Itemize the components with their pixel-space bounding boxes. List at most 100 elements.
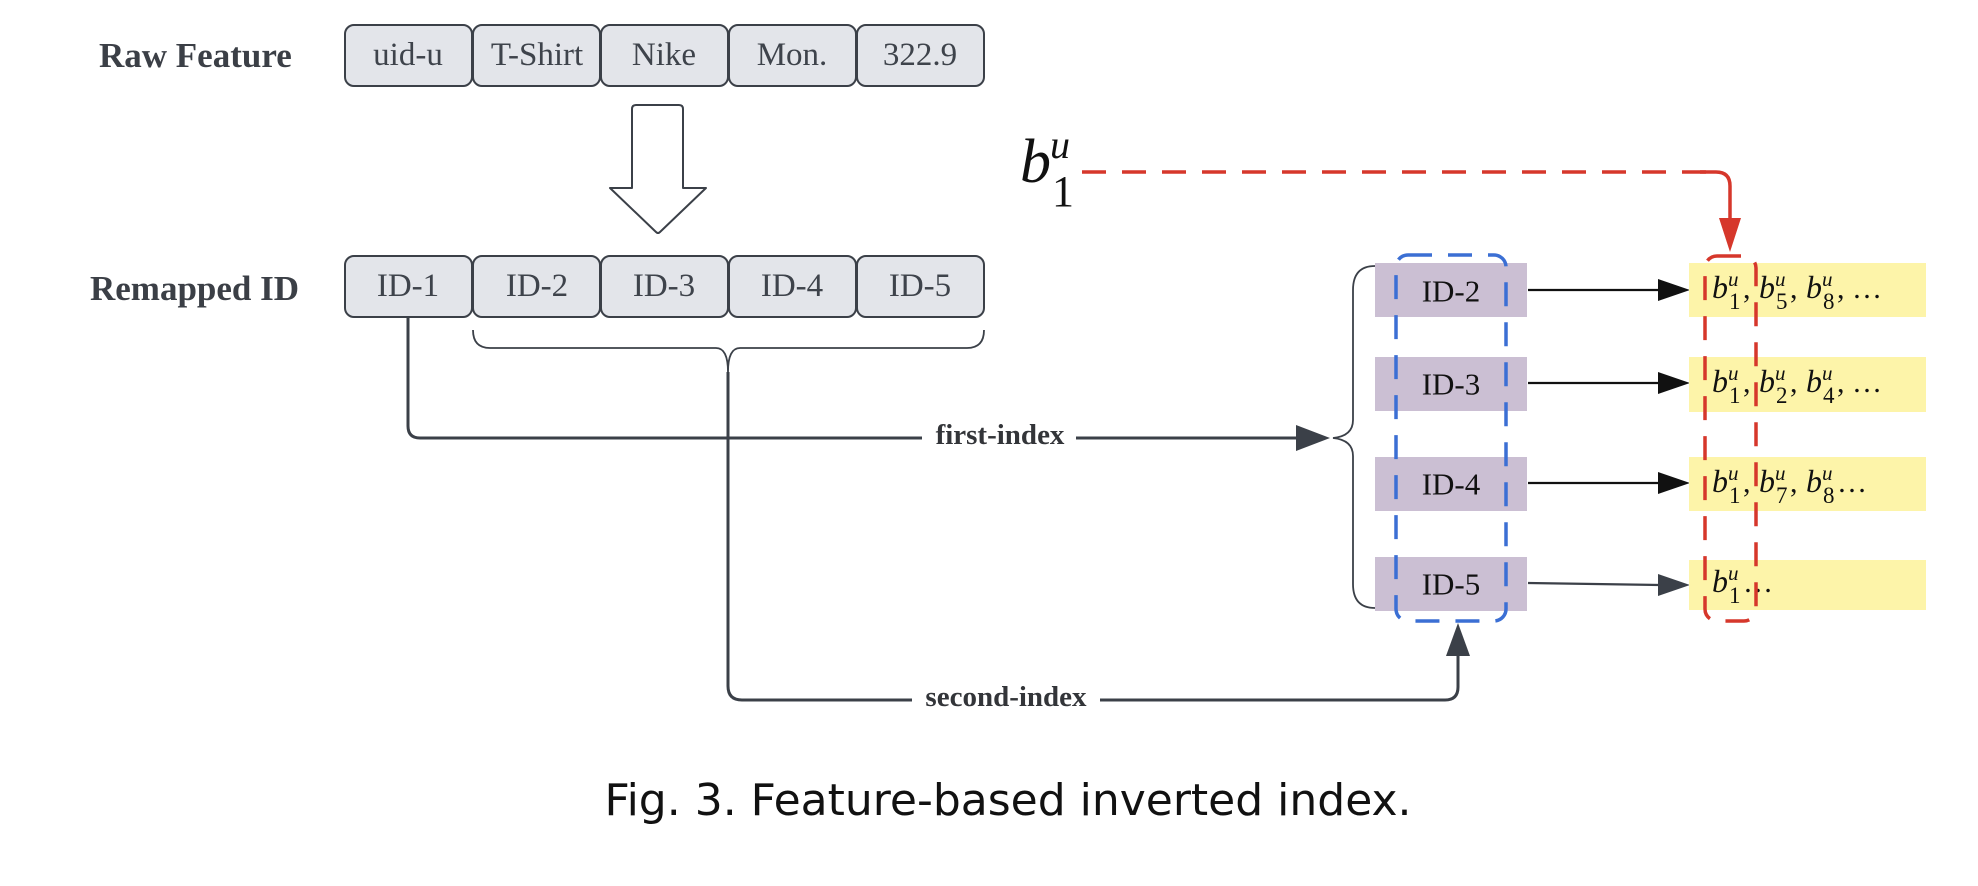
raw-feature-label: Raw Feature [99,36,292,75]
posting-sup: u [1728,461,1739,485]
remapped-id-text: ID-5 [889,268,951,304]
index-key-text: ID-4 [1422,467,1481,502]
index-key: ID-3 [1375,357,1527,411]
raw-feature-text: Mon. [757,37,828,73]
second-index-connector [726,372,912,702]
posting-sup: u [1822,461,1833,485]
posting-sub: 8 [1823,483,1835,508]
posting-sup: u [1728,267,1739,291]
posting-arrowhead [1658,279,1690,301]
posting-list-bg [1689,357,1926,412]
query-base: b [1020,128,1051,196]
remap-arrow-icon [609,104,707,234]
posting-sup: u [1728,361,1739,385]
group-brace [472,329,985,373]
index-key-text: ID-5 [1422,567,1481,602]
index-key-column: ID-2 ID-3 ID-4 ID-5 [1375,263,1527,611]
posting-sup: u [1822,361,1833,385]
raw-feature-cell: 322.9 [856,24,985,87]
query-selection [1703,254,1758,623]
remapped-id-label: Remapped ID [90,269,299,308]
raw-feature-text: Nike [632,37,696,73]
remapped-id-cell: ID-1 [344,255,473,318]
query-connector-corner [1700,170,1732,222]
posting-separator: , [1790,366,1798,399]
posting-base: b [1806,463,1822,499]
posting-sub: 1 [1729,289,1741,314]
posting-sub: 7 [1776,483,1788,508]
posting-separator: , [1790,272,1798,305]
posting-base: b [1806,269,1822,305]
posting-arrowhead [1658,472,1690,494]
raw-feature-text: 322.9 [883,37,957,73]
raw-feature-text: uid-u [373,37,443,73]
posting-arrow [1527,581,1661,587]
first-index-label: first-index [936,419,1065,451]
remapped-id-cell: ID-4 [728,255,857,318]
posting-sup: u [1822,267,1833,291]
posting-separator: , [1743,272,1751,305]
posting-ellipsis: , … [1837,366,1882,399]
posting-ellipsis: , … [1837,272,1882,305]
second-index-label: second-index [925,681,1087,713]
second-index-connector-tail [1100,656,1460,702]
second-index-arrowhead [1446,623,1470,656]
posting-separator: , [1743,466,1751,499]
raw-feature-text: T-Shirt [491,37,583,73]
figure-caption: Fig. 3. Feature-based inverted index. [604,775,1411,826]
posting-separator: , [1790,466,1798,499]
posting-sup: u [1775,267,1786,291]
query-arrowhead [1719,218,1741,252]
index-key-text: ID-3 [1422,367,1481,402]
remapped-id-cell: ID-3 [600,255,729,318]
index-key: ID-2 [1375,263,1527,317]
posting-base: b [1759,463,1775,499]
remapped-id-text: ID-2 [506,268,568,304]
raw-feature-cell: uid-u [344,24,473,87]
posting-sub: 5 [1776,289,1788,314]
query-sup: u [1050,122,1070,167]
posting-base: b [1806,363,1822,399]
posting-sup: u [1775,461,1786,485]
remapped-id-text: ID-1 [377,268,439,304]
first-index-connector [406,317,922,440]
posting-list-bg [1689,457,1926,511]
posting-arrowhead [1658,372,1690,394]
index-key: ID-4 [1375,457,1527,511]
index-key-text: ID-2 [1422,274,1481,309]
posting-ellipsis: … [1837,466,1867,499]
raw-feature-cell: T-Shirt [472,24,601,87]
posting-sup: u [1728,561,1739,585]
first-index-arrowhead [1296,425,1330,451]
id-column-brace [1332,265,1376,609]
posting-sub: 1 [1729,383,1741,408]
posting-arrowhead [1658,574,1690,596]
second-index-selection [1394,253,1508,623]
posting-base: b [1712,363,1728,399]
remapped-id-cell: ID-5 [856,255,985,318]
raw-feature-cell: Nike [600,24,729,87]
query-sub: 1 [1052,167,1074,216]
posting-list-bg [1689,560,1926,610]
posting-base: b [1759,363,1775,399]
posting-sub: 1 [1729,583,1741,608]
query-symbol: b u 1 [1020,122,1074,216]
posting-base: b [1712,463,1728,499]
posting-ellipsis: … [1743,566,1773,599]
remapped-id-text: ID-4 [761,268,823,304]
remapped-id-text: ID-3 [633,268,695,304]
raw-feature-row: uid-u T-Shirt Nike Mon. 322.9 [344,24,985,87]
posting-sub: 4 [1823,383,1835,408]
